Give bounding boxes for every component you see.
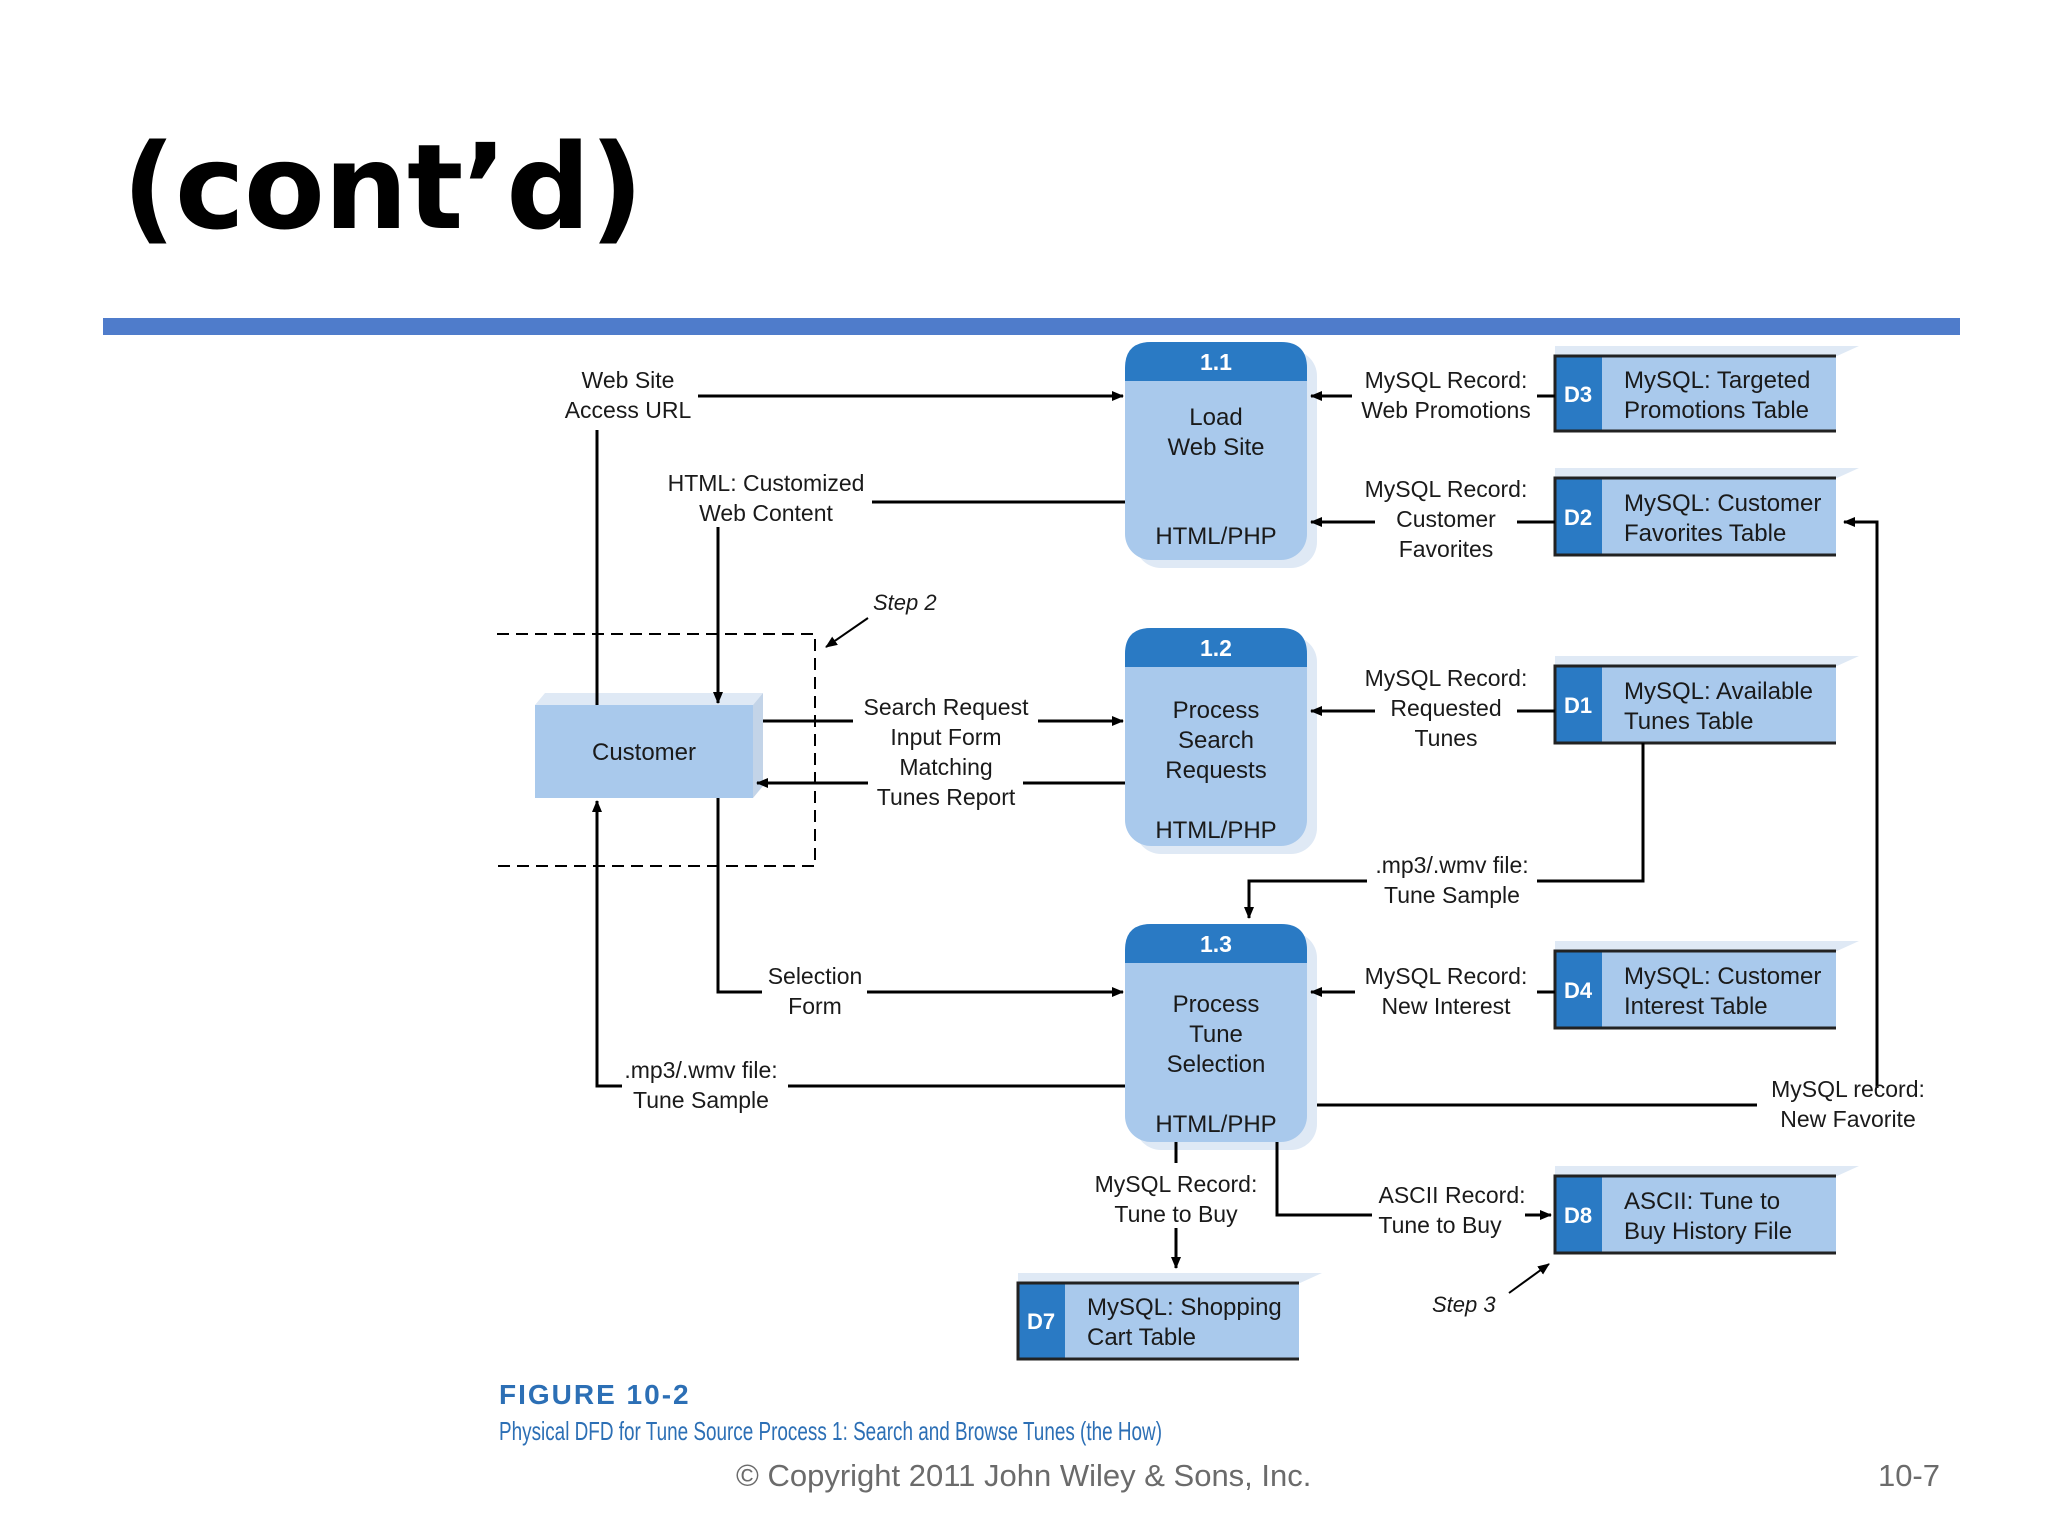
flow-label: Tune to Buy [1378, 1212, 1502, 1238]
flow-tune-to-buy-mysql: MySQL Record: Tune to Buy [1095, 1142, 1258, 1269]
flow-label: HTML: Customized [668, 470, 865, 496]
flow-label: MySQL record: [1771, 1076, 1925, 1102]
flow-label: Web Promotions [1361, 397, 1531, 423]
flow-tune-to-buy-ascii: ASCII Record: Tune to Buy [1275, 1142, 1552, 1238]
step-label: Step 3 [1432, 1292, 1496, 1317]
flow-label: Search Request [864, 694, 1030, 720]
flow-label: Tunes Report [877, 784, 1016, 810]
flow-customer-favorites: MySQL Record: Customer Favorites [1310, 476, 1555, 562]
store-name-line: Favorites Table [1624, 520, 1786, 547]
flow-label: Tune Sample [633, 1087, 769, 1113]
flow-requested-tunes: MySQL Record: Requested Tunes [1310, 665, 1555, 751]
store-id: D1 [1564, 693, 1592, 718]
flow-label: Input Form [890, 724, 1001, 750]
store-name-line: Interest Table [1624, 993, 1768, 1020]
flow-matching-tunes: Matching Tunes Report [756, 754, 1125, 810]
process-1-2[interactable]: 1.2 Process Search Requests HTML/PHP [1125, 628, 1317, 854]
store-d3[interactable]: D3 MySQL: Targeted Promotions Table [1553, 346, 1859, 433]
process-tech: HTML/PHP [1155, 817, 1276, 844]
flow-label: Access URL [565, 397, 692, 423]
flow-new-favorite: MySQL record: New Favorite [1317, 517, 1925, 1132]
store-id: D7 [1027, 1309, 1055, 1334]
process-tech: HTML/PHP [1155, 523, 1276, 550]
flow-label: Web Content [699, 500, 833, 526]
step3-annotation: Step 3 [1432, 1263, 1550, 1317]
store-d4[interactable]: D4 MySQL: Customer Interest Table [1553, 941, 1859, 1030]
flow-label: Form [788, 993, 842, 1019]
process-id: 1.2 [1200, 635, 1232, 661]
flow-search-request: Search Request Input Form [763, 694, 1124, 750]
process-tech: HTML/PHP [1155, 1111, 1276, 1138]
process-name-line: Selection [1167, 1051, 1266, 1078]
footer-page-number: 10-7 [1877, 1458, 1940, 1493]
store-name-line: Promotions Table [1624, 397, 1809, 424]
step2-boundary [497, 633, 816, 867]
step2-annotation: Step 2 [825, 590, 937, 648]
store-name-line: MySQL: Shopping [1087, 1294, 1282, 1321]
figure-caption: Physical DFD for Tune Source Process 1: … [499, 1416, 1162, 1446]
flow-label: Favorites [1399, 536, 1494, 562]
store-id: D2 [1564, 505, 1592, 530]
store-d8[interactable]: D8 ASCII: Tune to Buy History File [1553, 1166, 1859, 1255]
process-1-1[interactable]: 1.1 Load Web Site HTML/PHP [1125, 342, 1317, 568]
customer-entity[interactable]: Customer [535, 693, 763, 798]
flow-label: Tune to Buy [1114, 1201, 1238, 1227]
customer-label: Customer [592, 739, 696, 766]
store-name-line: Tunes Table [1624, 708, 1753, 735]
store-name-line: MySQL: Customer [1624, 963, 1821, 990]
store-name-line: Buy History File [1624, 1218, 1792, 1245]
flow-html-customized: HTML: Customized Web Content [668, 470, 1125, 704]
process-name-line: Load [1189, 404, 1242, 431]
process-name-line: Process [1173, 991, 1260, 1018]
store-d7[interactable]: D7 MySQL: Shopping Cart Table [1016, 1273, 1322, 1361]
store-name-line: MySQL: Available [1624, 678, 1813, 705]
flow-label: New Favorite [1780, 1106, 1915, 1132]
flow-label: Requested [1390, 695, 1501, 721]
process-1-3[interactable]: 1.3 Process Tune Selection HTML/PHP [1125, 924, 1317, 1150]
flow-label: Tunes [1414, 725, 1477, 751]
flow-label: MySQL Record: [1365, 665, 1528, 691]
flow-label: .mp3/.wmv file: [624, 1057, 777, 1083]
store-d1[interactable]: D1 MySQL: Available Tunes Table [1553, 656, 1859, 745]
flow-new-interest: MySQL Record: New Interest [1310, 963, 1555, 1019]
process-name-line: Process [1173, 697, 1260, 724]
store-d2[interactable]: D2 MySQL: Customer Favorites Table [1553, 468, 1859, 557]
flow-label: Matching [899, 754, 992, 780]
store-name-line: MySQL: Customer [1624, 490, 1821, 517]
flow-selection-form: Selection Form [716, 798, 1124, 1019]
flow-tune-sample-out: .mp3/.wmv file: Tune Sample [592, 800, 1125, 1113]
process-name-line: Tune [1189, 1021, 1243, 1048]
process-id: 1.1 [1200, 349, 1232, 375]
title-rule [103, 318, 1960, 335]
flow-tune-sample-in: .mp3/.wmv file: Tune Sample [1244, 743, 1645, 919]
flow-label: MySQL Record: [1365, 476, 1528, 502]
footer-copyright: © Copyright 2011 John Wiley & Sons, Inc. [736, 1458, 1312, 1493]
flow-label: Web Site [582, 367, 675, 393]
store-id: D8 [1564, 1203, 1592, 1228]
flow-label: MySQL Record: [1365, 963, 1528, 989]
step-label: Step 2 [873, 590, 937, 615]
flow-web-promotions: MySQL Record: Web Promotions [1310, 367, 1555, 423]
flow-label: MySQL Record: [1095, 1171, 1258, 1197]
process-name-line: Requests [1165, 757, 1266, 784]
store-name-line: ASCII: Tune to [1624, 1188, 1780, 1215]
store-name-line: Cart Table [1087, 1324, 1196, 1351]
slide-title: (cont’d) [122, 118, 644, 256]
flow-label: MySQL Record: [1365, 367, 1528, 393]
flow-label: Selection [768, 963, 863, 989]
process-id: 1.3 [1200, 931, 1232, 957]
process-name-line: Search [1178, 727, 1254, 754]
flow-label: Customer [1396, 506, 1496, 532]
flow-web-site-access: Web Site Access URL [565, 367, 1124, 705]
process-name-line: Web Site [1168, 434, 1265, 461]
flow-label: .mp3/.wmv file: [1375, 852, 1528, 878]
figure-number: FIGURE 10-2 [499, 1379, 691, 1410]
flow-label: ASCII Record: [1379, 1182, 1526, 1208]
store-id: D3 [1564, 382, 1592, 407]
store-name-line: MySQL: Targeted [1624, 367, 1810, 394]
store-id: D4 [1564, 978, 1593, 1003]
flow-label: Tune Sample [1384, 882, 1520, 908]
flow-label: New Interest [1381, 993, 1511, 1019]
